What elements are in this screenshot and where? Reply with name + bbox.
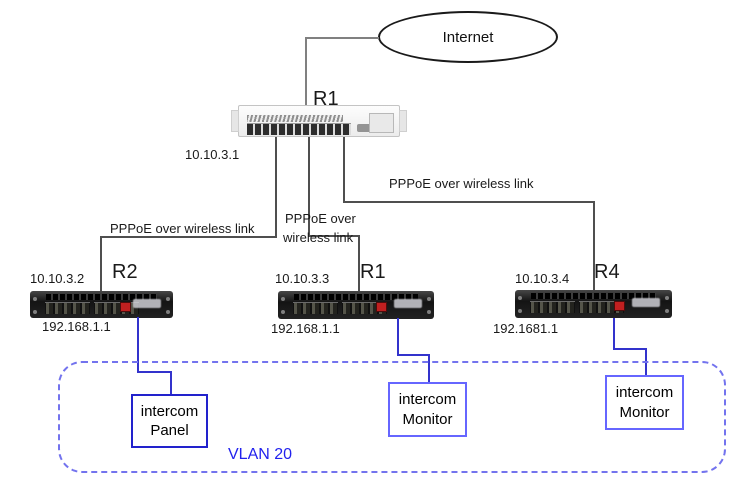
intercom-monitor-label-line2: Monitor <box>619 403 670 421</box>
vent-grill-icon <box>247 115 343 122</box>
internet-cloud: Internet <box>378 11 558 63</box>
r2-wan-ip: 10.10.3.2 <box>30 271 85 286</box>
link-line-r3 <box>308 137 310 235</box>
r2-lan-ip: 192.168.1.1 <box>42 319 111 334</box>
mikrotik-logo <box>394 299 422 308</box>
r4-lan-ip: 192.1681.1 <box>493 321 559 336</box>
intercom-panel-box: intercom Panel <box>131 394 208 448</box>
intercom-link-line <box>397 354 430 356</box>
rack-screw-icon <box>427 297 431 301</box>
r4-router-image <box>515 290 672 318</box>
rack-screw-icon <box>281 297 285 301</box>
link-label-r3-line2: wireless link <box>283 230 354 245</box>
r4-name: R4 <box>594 261 620 283</box>
link-line-r4 <box>343 137 345 201</box>
intercom-monitor-label-line1: intercom <box>398 391 457 408</box>
rack-screw-icon <box>166 297 170 301</box>
lcd-screen-icon <box>369 113 394 133</box>
intercom-link-line <box>613 318 615 350</box>
core-router-image <box>231 105 407 137</box>
ethernet-ports-icon <box>247 123 351 135</box>
mikrotik-logo <box>632 298 660 307</box>
link-label-r4: PPPoE over wireless link <box>389 176 534 191</box>
lcd-screen-icon <box>613 301 625 311</box>
intercom-monitor-label-line1: intercom <box>615 384 674 401</box>
intercom-link-line <box>137 317 139 373</box>
rack-screw-icon <box>518 296 522 300</box>
ethernet-ports-icon <box>293 302 338 314</box>
core-router-wan-ip: 10.10.3.1 <box>185 147 240 162</box>
intercom-link-line <box>613 348 647 350</box>
intercom-link-line <box>170 371 172 394</box>
link-line-r2 <box>275 137 277 236</box>
ethernet-ports-icon <box>45 302 90 314</box>
ethernet-ports-icon <box>579 301 624 313</box>
intercom-link-line <box>397 318 399 356</box>
internet-label: Internet <box>442 28 494 46</box>
vent-grill-icon <box>294 294 418 300</box>
link-line-r4 <box>343 201 595 203</box>
link-line-r3 <box>308 235 360 237</box>
link-line-r4 <box>593 201 595 290</box>
r3-lan-ip: 192.168.1.1 <box>271 321 340 336</box>
r3-router-image <box>278 291 434 319</box>
link-line-r2 <box>100 236 102 291</box>
internet-link-line <box>305 37 379 39</box>
r4-wan-ip: 10.10.3.4 <box>515 271 570 286</box>
r3-name: R1 <box>360 261 386 283</box>
link-label-r3-line1: PPPoE over <box>285 211 356 226</box>
intercom-panel-label-line2: Panel <box>150 422 189 439</box>
link-line-r3 <box>358 235 360 291</box>
intercom-panel-label-line1: intercom <box>140 402 199 420</box>
link-label-r2: PPPoE over wireless link <box>110 221 255 236</box>
core-router-name: R1 <box>313 88 339 110</box>
vent-grill-icon <box>46 294 157 300</box>
intercom-monitor-label-line2: Monitor <box>402 410 453 428</box>
internet-link-line <box>305 37 307 105</box>
ethernet-ports-icon <box>530 301 575 313</box>
link-line-r2 <box>100 236 277 238</box>
intercom-link-line <box>428 354 430 382</box>
intercom-monitor-box-middle: intercom Monitor <box>388 382 467 437</box>
lcd-screen-icon <box>120 302 132 312</box>
vlan-zone <box>58 361 726 473</box>
rack-screw-icon <box>665 296 669 300</box>
mikrotik-logo <box>133 299 161 308</box>
serial-port-icon <box>357 124 372 132</box>
intercom-monitor-box-right: intercom Monitor <box>605 375 684 430</box>
vent-grill-icon <box>531 293 656 299</box>
rack-screw-icon <box>33 297 37 301</box>
r2-name: R2 <box>112 261 138 283</box>
lcd-screen-icon <box>376 302 388 312</box>
r3-wan-ip: 10.10.3.3 <box>275 271 330 286</box>
ethernet-ports-icon <box>342 302 387 314</box>
intercom-link-line <box>137 371 172 373</box>
r2-router-image <box>30 291 173 318</box>
vlan-label: VLAN 20 <box>228 446 293 463</box>
